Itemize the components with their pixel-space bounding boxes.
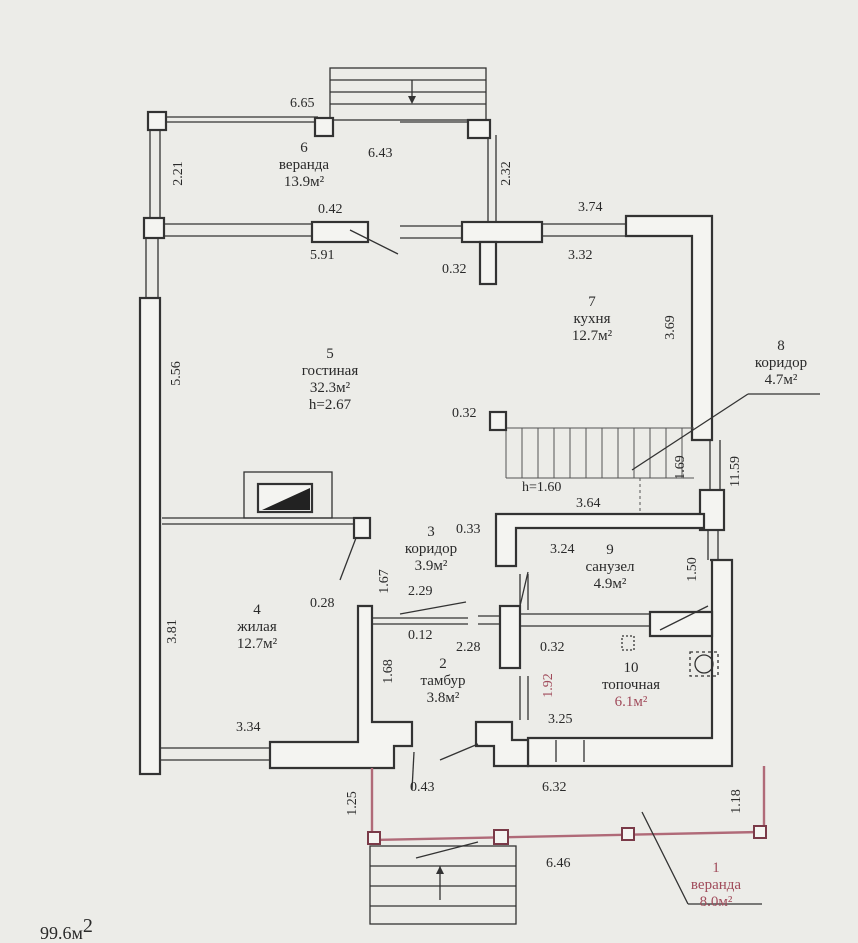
dim-label: 3.81 — [164, 619, 180, 644]
room-name: санузел — [585, 559, 635, 575]
room-3-label: 3 коридор 3.9м² — [386, 524, 476, 575]
dim-label: 0.32 — [540, 640, 565, 655]
room-9-label: 9 санузел 4.9м² — [570, 542, 650, 593]
dim-label: 11.59 — [727, 456, 743, 487]
room-number: 5 — [326, 346, 334, 362]
room-area: 4.7м² — [764, 372, 798, 388]
dim-label: 2.32 — [498, 161, 514, 186]
room-10-label: 10 топочная 6.1м² — [586, 660, 676, 711]
room-name: коридор — [404, 541, 458, 557]
dim-label: 5.91 — [310, 248, 335, 263]
room-4-label: 4 жилая 12.7м² — [222, 602, 292, 653]
bottom-veranda — [367, 766, 767, 859]
dim-label: 3.24 — [550, 542, 575, 557]
room-name: кухня — [573, 311, 611, 327]
dim-label: 0.42 — [318, 202, 343, 217]
dim-label: 0.32 — [452, 406, 477, 421]
dim-label: 6.43 — [368, 146, 393, 161]
dim-label: 3.64 — [576, 496, 601, 511]
dim-label: 3.25 — [548, 712, 573, 727]
room-height: h=2.67 — [308, 397, 352, 413]
dim-label: 6.32 — [542, 780, 567, 795]
room-area: 13.9м² — [283, 174, 325, 190]
room-name: коридор — [754, 355, 808, 371]
dim-label: 0.43 — [410, 780, 435, 795]
room-area: 12.7м² — [236, 636, 278, 652]
room-number: 10 — [623, 660, 639, 676]
dim-label: 3.34 — [236, 720, 261, 735]
room-1-label: 1 веранда 8.0м² — [676, 860, 756, 911]
room-area: 12.7м² — [571, 328, 613, 344]
room-8-label: 8 коридор 4.7м² — [736, 338, 826, 389]
room-name: гостиная — [301, 363, 359, 379]
room-number: 6 — [300, 140, 308, 156]
room-area: 3.8м² — [426, 690, 460, 706]
total-area-unit-sup: 2 — [82, 915, 93, 937]
room-name: веранда — [690, 877, 742, 893]
dim-label: 0.28 — [310, 596, 335, 611]
room-name: топочная — [601, 677, 661, 693]
room-number: 3 — [427, 524, 435, 540]
room-number: 8 — [777, 338, 785, 354]
room-6-label: 6 веранда 13.9м² — [264, 140, 344, 191]
room-7-label: 7 кухня 12.7м² — [552, 294, 632, 345]
bottom-steps — [369, 845, 517, 925]
room-number: 7 — [588, 294, 596, 310]
room-number: 4 — [253, 602, 261, 618]
room-number: 1 — [712, 860, 720, 876]
room-name: веранда — [278, 157, 330, 173]
total-area: 99.6м2 — [40, 915, 93, 943]
room-area: 4.9м² — [593, 576, 627, 592]
dim-label: 1.50 — [684, 557, 700, 582]
dim-label: 1.18 — [728, 789, 744, 814]
room-name: жилая — [237, 619, 277, 635]
top-steps — [329, 67, 487, 121]
dim-label: 2.29 — [408, 584, 433, 599]
dim-label: 2.28 — [456, 640, 481, 655]
dim-label: 6.46 — [546, 856, 571, 871]
room-name: тамбур — [420, 673, 466, 689]
dim-label: 0.32 — [442, 262, 467, 277]
dim-label: 2.21 — [170, 161, 186, 186]
dim-label: 1.25 — [344, 791, 360, 816]
dim-label: 0.33 — [456, 522, 481, 537]
stair-height: h=1.60 — [522, 480, 562, 495]
room-number: 2 — [439, 656, 447, 672]
room-area: 6.1м² — [614, 694, 648, 710]
dim-label: 3.69 — [662, 315, 678, 340]
room-area: 3.9м² — [414, 558, 448, 574]
dim-label: 1.92 — [540, 673, 556, 698]
room-2-label: 2 тамбур 3.8м² — [408, 656, 478, 707]
dim-label: 0.12 — [408, 628, 433, 643]
dim-label: 1.68 — [380, 659, 396, 684]
room-number: 9 — [606, 542, 614, 558]
room-5-label: 5 гостиная 32.3м² h=2.67 — [280, 346, 380, 414]
dim-label: 3.32 — [568, 248, 593, 263]
dim-label: 6.65 — [290, 96, 315, 111]
dim-label: 5.56 — [168, 361, 184, 386]
dim-label: 3.74 — [578, 200, 603, 215]
dim-label: 1.67 — [376, 569, 392, 594]
room-area: 8.0м² — [699, 894, 733, 910]
room-area: 32.3м² — [309, 380, 351, 396]
dim-label: 1.69 — [672, 455, 688, 480]
total-area-value: 99.6м — [40, 923, 83, 943]
kitchen-stair — [505, 427, 694, 512]
